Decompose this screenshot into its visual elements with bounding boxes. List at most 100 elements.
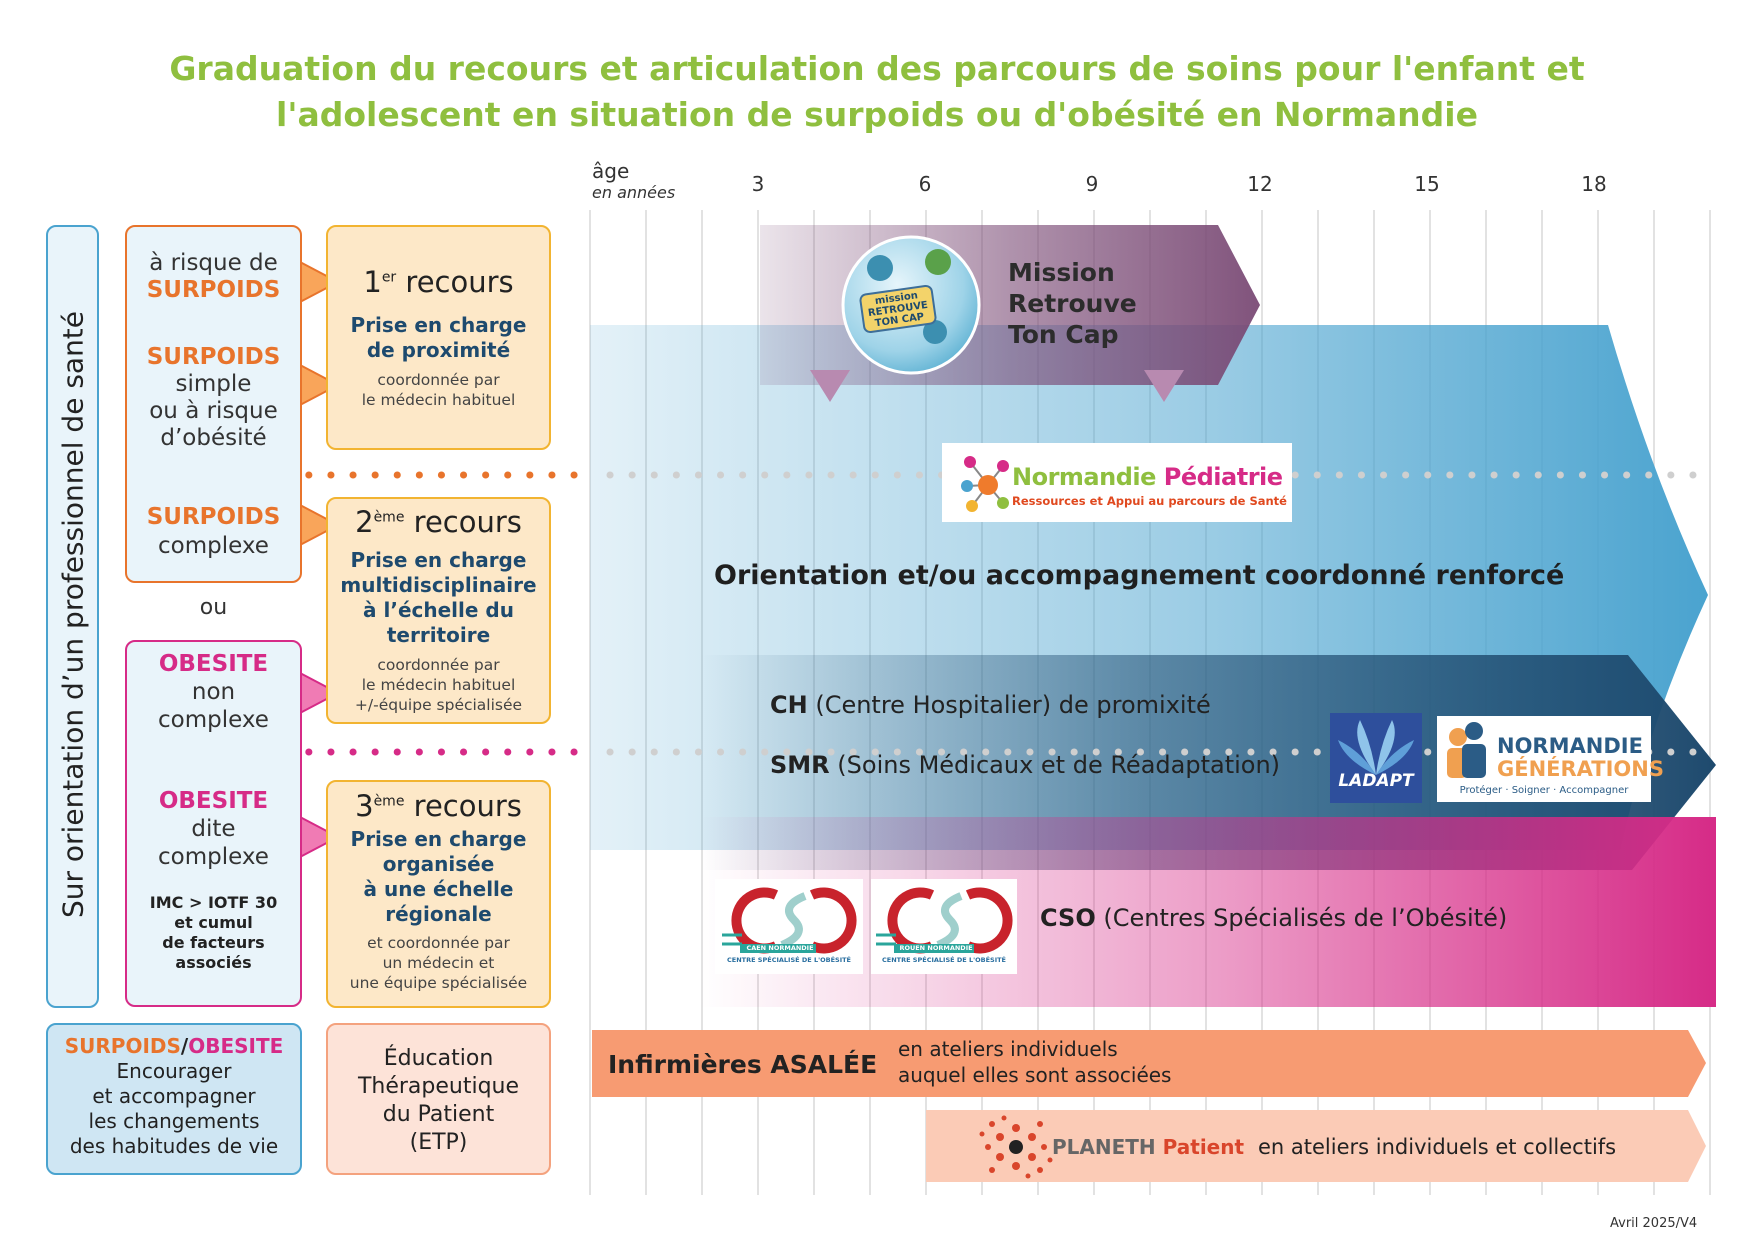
recours-1-sup: er bbox=[381, 269, 397, 286]
recours-2-small-1: coordonnée par bbox=[377, 656, 500, 674]
page-title-line-1: Graduation du recours et articulation de… bbox=[169, 49, 1585, 88]
etp-line-3: du Patient bbox=[382, 1102, 495, 1127]
recours-2-bold-1: Prise en charge bbox=[350, 548, 527, 572]
tick-9: 9 bbox=[1085, 172, 1099, 196]
np-name-1: Normandie bbox=[1012, 463, 1156, 491]
habits-head-obesite: OBESITE bbox=[188, 1034, 284, 1058]
habits-line-4: des habitudes de vie bbox=[69, 1134, 279, 1158]
planeth-band bbox=[926, 1110, 1706, 1182]
ng-line-1: NORMANDIE bbox=[1497, 734, 1643, 758]
ch-label: CH (Centre Hospitalier) de promixité bbox=[770, 691, 1211, 719]
recours-3-bold-4: régionale bbox=[385, 902, 492, 926]
tick-6: 6 bbox=[918, 172, 932, 196]
recours-3-bold-1: Prise en charge bbox=[350, 827, 527, 851]
recours-3-small-1: et coordonnée par bbox=[367, 934, 510, 952]
axis-label: âge bbox=[592, 159, 630, 183]
simple-line-2: simple bbox=[175, 371, 252, 397]
cso-rouen-caption: CENTRE SPÉCIALISÉ DE L'OBÉSITÉ bbox=[882, 956, 1006, 964]
recours-3-desc: et coordonnée par un médecin et une équi… bbox=[326, 933, 551, 993]
recours-2-bold-3: à l’échelle du bbox=[363, 598, 514, 622]
recours-3-small-3: une équipe spécialisée bbox=[349, 974, 528, 992]
ladapt-logo-text: LADAPT bbox=[1338, 771, 1414, 791]
simple-line-1: SURPOIDS bbox=[146, 344, 281, 370]
page-title-line-2: l'adolescent en situation de surpoids ou… bbox=[276, 95, 1478, 134]
complexe-line-1: SURPOIDS bbox=[146, 504, 281, 530]
cso-bold: CSO bbox=[1040, 904, 1096, 932]
axis-unit: en années bbox=[592, 183, 676, 202]
obes-c-line-1: OBESITE bbox=[158, 788, 269, 814]
obes-nc-line-1: OBESITE bbox=[158, 651, 269, 677]
complexe-line-2: complexe bbox=[158, 533, 269, 559]
recours-2-small-2: le médecin habituel bbox=[361, 676, 516, 694]
recours-1-small-2: le médecin habituel bbox=[361, 391, 516, 409]
habits-line-2: et accompagner bbox=[92, 1084, 256, 1108]
recours-1-bold-2: de proximité bbox=[366, 338, 511, 362]
mrtc-pointer-left bbox=[810, 370, 850, 402]
recours-2-bold-2: multidisciplinaire bbox=[340, 573, 537, 597]
asalee-band bbox=[592, 1030, 1706, 1097]
ou-connector: ou bbox=[199, 595, 228, 620]
ng-line-2: GÉNÉRATIONS bbox=[1497, 757, 1664, 781]
recours-3-bold-3: à une échelle bbox=[363, 877, 514, 901]
mrtc-line-1: Mission bbox=[1008, 258, 1115, 287]
recours-3-heading: 3ème recours bbox=[326, 789, 551, 823]
recours-2-number: 2 bbox=[355, 505, 374, 539]
habits-head-slash: / bbox=[180, 1034, 189, 1058]
planeth-desc: en ateliers individuels et collectifs bbox=[1258, 1135, 1617, 1159]
recours-3-word: recours bbox=[413, 789, 522, 823]
np-logo-name: Normandie Pédiatrie bbox=[1012, 463, 1283, 491]
recours-3-title: Prise en charge organisée à une échelle … bbox=[326, 827, 551, 927]
recours-1-heading: 1er recours bbox=[326, 265, 551, 299]
imc-criteria: IMC > IOTF 30 et cumul de facteurs assoc… bbox=[125, 893, 302, 973]
np-network-icon bbox=[942, 443, 1292, 522]
obes-c-line-3: complexe bbox=[158, 844, 269, 870]
obes-c-line-2: dite bbox=[191, 816, 236, 842]
np-name-2: Pédiatrie bbox=[1163, 463, 1283, 491]
etp-box bbox=[326, 1023, 551, 1175]
tick-3: 3 bbox=[751, 172, 765, 196]
asalee-desc: en ateliers individuels auquel elles son… bbox=[898, 1036, 1171, 1088]
habits-box bbox=[46, 1023, 302, 1175]
asalee-label: Infirmières ASALÉE bbox=[608, 1050, 878, 1079]
np-logo-subtitle: Ressources et Appui au parcours de Santé bbox=[1012, 494, 1287, 508]
ch-rest: (Centre Hospitalier) de promixité bbox=[807, 691, 1211, 719]
ch-smr-band bbox=[700, 655, 1716, 870]
sidebar-frame bbox=[46, 225, 99, 1008]
asalee-line-1: en ateliers individuels bbox=[898, 1037, 1118, 1061]
recours-2-small-3: +/-équipe spécialisée bbox=[354, 696, 523, 714]
ladapt-logo bbox=[1330, 713, 1422, 803]
smr-bold: SMR bbox=[770, 751, 830, 779]
version-label: Avril 2025/V4 bbox=[1610, 1216, 1698, 1231]
recours-2-title: Prise en charge multidisciplinaire à l’é… bbox=[326, 548, 551, 648]
cso-rest: (Centres Spécialisés de l’Obésité) bbox=[1095, 904, 1508, 932]
tick-18: 18 bbox=[1581, 172, 1607, 196]
planeth-logo-mark bbox=[979, 1115, 1053, 1179]
smr-rest: (Soins Médicaux et de Réadaptation) bbox=[829, 751, 1281, 779]
category-surpoids-simple: SURPOIDS simple ou à risque d’obésité bbox=[125, 344, 302, 452]
simple-line-3: ou à risque bbox=[149, 398, 278, 424]
etp-line-2: Thérapeutique bbox=[357, 1074, 520, 1099]
etp-line-4: (ETP) bbox=[409, 1130, 468, 1155]
imc-line-1: IMC > IOTF 30 bbox=[149, 893, 278, 912]
obes-nc-line-3: complexe bbox=[158, 707, 269, 733]
cso-caen-logo bbox=[715, 879, 863, 974]
etp-line-1: Éducation bbox=[383, 1046, 494, 1071]
ng-logo-text: NORMANDIE GÉNÉRATIONS bbox=[1497, 735, 1664, 781]
smr-label: SMR (Soins Médicaux et de Réadaptation) bbox=[770, 751, 1280, 779]
recours-1-title: Prise en charge de proximité bbox=[326, 313, 551, 363]
recours-2-bold-4: territoire bbox=[386, 623, 491, 647]
mrtc-label: Mission Retrouve Ton Cap bbox=[1008, 257, 1137, 350]
sidebar-label: Sur orientation d’un professionnel de sa… bbox=[56, 310, 90, 919]
mrtc-pointer-right bbox=[1144, 370, 1184, 402]
asalee-line-2: auquel elles sont associées bbox=[898, 1063, 1172, 1087]
obesite-category-box bbox=[125, 640, 302, 1007]
recours-1-desc: coordonnée par le médecin habituel bbox=[326, 370, 551, 410]
cso-rouen-city: ROUEN NORMANDIE bbox=[899, 944, 973, 952]
etp-text: Éducation Thérapeutique du Patient (ETP) bbox=[326, 1045, 551, 1157]
recours-1-number: 1 bbox=[363, 265, 382, 299]
habits-line-3: les changements bbox=[88, 1109, 260, 1133]
recours-3-small-2: un médecin et bbox=[382, 954, 495, 972]
imc-line-2: et cumul bbox=[174, 913, 253, 932]
recours-1-word: recours bbox=[405, 265, 514, 299]
